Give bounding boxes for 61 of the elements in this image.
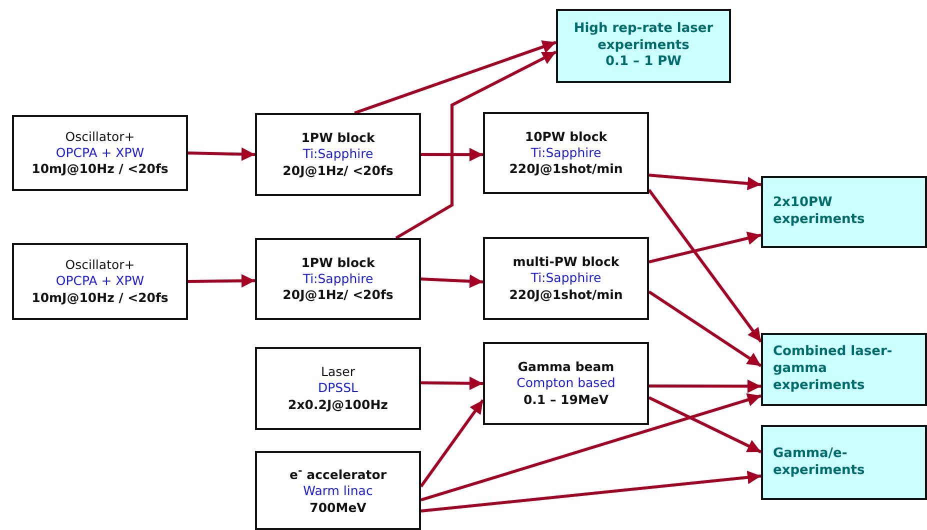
box-spec: 2x0.2J@100Hz bbox=[288, 396, 388, 413]
process-box bbox=[483, 342, 649, 425]
arrow bbox=[648, 290, 762, 368]
box-type: OPCPA + XPW bbox=[56, 144, 144, 162]
arrow bbox=[649, 380, 761, 393]
process-box bbox=[255, 347, 421, 430]
box-title: multi-PW block bbox=[512, 254, 620, 270]
arrow bbox=[420, 399, 484, 488]
box-type: Ti:Sapphire bbox=[302, 270, 374, 288]
box-title: Oscillator+ bbox=[65, 257, 135, 274]
box-title: 1PW block bbox=[301, 130, 375, 146]
process-box bbox=[255, 238, 421, 320]
experiment-box bbox=[556, 9, 731, 83]
box-spec: 20J@1Hz/ <20fs bbox=[282, 162, 394, 179]
experiment-box bbox=[761, 333, 927, 406]
arrow bbox=[395, 50, 557, 240]
arrow bbox=[188, 147, 256, 161]
box-title: Laser bbox=[321, 364, 355, 380]
box-title: 1PW block bbox=[301, 254, 375, 271]
box-spec: 10mJ@10Hz / <20fs bbox=[32, 161, 168, 178]
process-box bbox=[12, 115, 188, 191]
arrow bbox=[188, 274, 256, 288]
arrow bbox=[648, 396, 762, 454]
box-spec: 0.1 – 19MeV bbox=[523, 392, 609, 408]
box-label: 0.1 – 1 PW bbox=[605, 54, 682, 72]
box-title: e$^{-}$ accelerator bbox=[290, 465, 386, 484]
box-type: Ti:Sapphire bbox=[530, 270, 602, 287]
process-box bbox=[255, 451, 421, 530]
box-spec: 10mJ@10Hz / <20fs bbox=[32, 290, 168, 306]
arrow bbox=[648, 232, 762, 264]
arrow bbox=[648, 189, 762, 343]
process-box bbox=[12, 243, 188, 320]
box-title: Gamma beam bbox=[518, 359, 614, 376]
process-box bbox=[483, 112, 649, 194]
experiment-box bbox=[761, 176, 927, 248]
box-type: OPCPA + XPW bbox=[56, 273, 144, 290]
box-title: 10PW block bbox=[524, 128, 608, 145]
box-spec: 20J@1Hz/ <20fs bbox=[282, 287, 394, 304]
arrow bbox=[420, 470, 762, 513]
box-label: High rep-rate laser experiments bbox=[572, 20, 714, 54]
experiment-box bbox=[761, 425, 927, 500]
box-title: Oscillator+ bbox=[65, 128, 135, 145]
arrow bbox=[421, 148, 483, 162]
box-label: Combined laser-gamma experiments bbox=[773, 344, 893, 395]
box-type: Ti:Sapphire bbox=[302, 146, 374, 163]
process-box bbox=[255, 113, 421, 196]
box-label: 2x10PW experiments bbox=[773, 195, 866, 229]
box-type: Ti:Sapphire bbox=[530, 144, 602, 162]
box-type: DPSSL bbox=[318, 380, 358, 397]
box-spec: 220J@1shot/min bbox=[509, 286, 623, 303]
process-box bbox=[483, 237, 649, 320]
box-spec: 220J@1shot/min bbox=[509, 161, 623, 178]
arrow bbox=[420, 274, 484, 288]
box-type: Warm linac bbox=[303, 483, 373, 500]
box-type: Compton based bbox=[516, 375, 616, 392]
arrow bbox=[648, 174, 762, 190]
arrow bbox=[420, 376, 484, 390]
box-spec: 700MeV bbox=[310, 500, 366, 516]
box-label: Gamma/e-experiments bbox=[773, 446, 866, 480]
arrow bbox=[354, 40, 556, 114]
arrow bbox=[420, 393, 762, 502]
